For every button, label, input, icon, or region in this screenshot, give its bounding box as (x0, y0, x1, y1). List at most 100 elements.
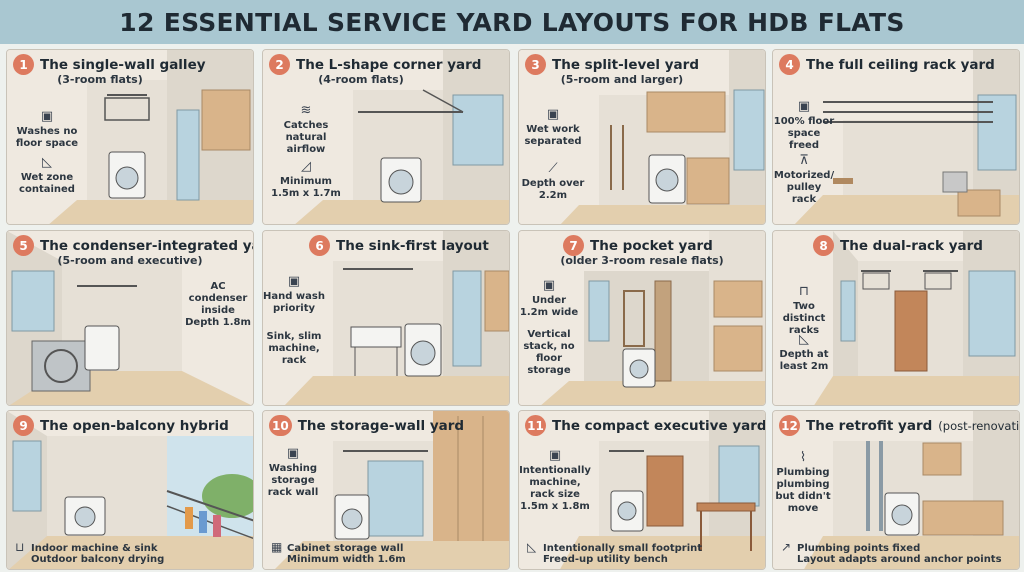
panel-4-number: 4 (779, 54, 800, 75)
ruler-icon: ◺ (527, 540, 537, 554)
panel-8-feature-1: ⊓ Two distinct racks (773, 285, 835, 337)
panel-7-subtitle: (older 3-room resale flats) (560, 254, 724, 267)
panel-5-number: 5 (13, 235, 34, 256)
panel-11-bottom-1: ◺Intentionally small footprint (527, 540, 703, 554)
panel-10-illustration (263, 411, 509, 569)
panel-8-feature-2: ◺ Depth at least 2m (773, 333, 835, 373)
panel-7: 7 The pocket yard (older 3-room resale f… (518, 230, 766, 406)
panel-12-bottom-2: Layout adapts around anchor points (797, 554, 1002, 565)
panel-10-feature-1: ▣ Washing storage rack wall (263, 447, 323, 499)
washer-icon: ▣ (797, 99, 811, 114)
panel-11-illustration (519, 411, 765, 569)
panel-5-illustration (7, 231, 253, 405)
panel-3-title: The split-level yard (552, 56, 699, 73)
panel-9-bottom-2: Outdoor balcony drying (31, 554, 165, 565)
panel-11-bottom-2: Freed-up utility bench (543, 554, 668, 565)
panel-4-feature-1: ▣ 100% floor space freed (773, 99, 835, 152)
panel-5-feature-1: AC condenser inside Depth 1.8m (185, 281, 251, 328)
panel-3-illustration (519, 50, 765, 224)
panel-3-heading: 3 The split-level yard (525, 54, 761, 75)
panel-4-title: The full ceiling rack yard (806, 56, 995, 73)
panel-1-heading: 1 The single-wall galley (13, 54, 249, 75)
panel-9: 9 The open-balcony hybrid ⊔Indoor machin… (6, 410, 254, 570)
cabinet-icon: ▦ (271, 540, 283, 554)
panel-8-heading: 8 The dual-rack yard (813, 235, 1015, 256)
panel-9-illustration (7, 411, 253, 569)
panel-9-heading: 9 The open-balcony hybrid (13, 415, 249, 436)
panel-6-title: The sink-first layout (336, 237, 489, 254)
panel-1: 1 The single-wall galley (3-room flats) … (6, 49, 254, 225)
panel-6-illustration (263, 231, 509, 405)
airflow-icon: ≋ (300, 103, 312, 118)
panel-1-feature-2: ◺ Wet zone contained (11, 156, 83, 196)
growth-icon: ↗ (781, 540, 792, 554)
panel-2-illustration (263, 50, 509, 224)
panel-12-bottom-1: ↗Plumbing points fixed (781, 540, 921, 554)
panel-2-number: 2 (269, 54, 290, 75)
pipe-icon: ⌇ (799, 450, 807, 465)
panel-2-feature-1: ≋ Catches natural airflow (265, 104, 347, 156)
panel-6-heading: 6 The sink-first layout (309, 235, 505, 256)
panel-3-feature-2: ⟋ Depth over 2.2m (521, 161, 585, 202)
panel-7-illustration (519, 231, 765, 405)
washer-icon: ▣ (287, 274, 301, 289)
panel-11-number: 11 (525, 415, 546, 436)
ruler-icon: ◿ (301, 159, 311, 174)
panel-3-feature-1: ▣ Wet work separated (521, 108, 585, 148)
panel-6-number: 6 (309, 235, 330, 256)
panel-1-number: 1 (13, 54, 34, 75)
panel-4-illustration (773, 50, 1019, 224)
panel-9-title: The open-balcony hybrid (40, 417, 229, 434)
panel-5: 5 The condenser-integrated yard (5-room … (6, 230, 254, 406)
panel-2-title: The L-shape corner yard (296, 56, 482, 73)
panel-2-feature-2: ◿ Minimum 1.5m x 1.7m (265, 160, 347, 200)
pulley-icon: ⊼ (799, 153, 809, 168)
panel-3-subtitle: (5-room and larger) (560, 73, 684, 86)
panel-8-illustration (773, 231, 1019, 405)
panel-4-feature-2: ⊼ Motorized/ pulley rack (773, 153, 835, 206)
panel-2-heading: 2 The L-shape corner yard (269, 54, 505, 75)
panel-5-title: The condenser-integrated yard (40, 237, 254, 254)
panel-7-number: 7 (563, 235, 584, 256)
panel-10-heading: 10 The storage-wall yard (269, 415, 505, 436)
washer-icon: ▣ (40, 109, 54, 124)
panel-5-heading: 5 The condenser-integrated yard (13, 235, 253, 256)
panel-12-number: 12 (779, 415, 800, 436)
panel-10-bottom-1: ▦Cabinet storage wall (271, 540, 404, 554)
panel-1-feature-1: ▣ Washes no floor space (11, 110, 83, 150)
panel-7-heading: 7 The pocket yard (563, 235, 761, 256)
panel-12-heading: 12 The retrofit yard (post-renovation) (779, 415, 1019, 436)
panel-8-title: The dual-rack yard (840, 237, 983, 254)
panel-6-feature-2: Sink, slim machine, rack (266, 331, 322, 366)
panel-1-title: The single-wall galley (40, 56, 206, 73)
panel-11-title: The compact executive yard (552, 417, 766, 434)
panel-4: 4 The full ceiling rack yard ▣ 100% floo… (772, 49, 1020, 225)
basket-icon: ⊔ (15, 540, 25, 554)
panel-8: 8 The dual-rack yard ⊓ Two distinct rack… (772, 230, 1020, 406)
panel-12: 12 The retrofit yard (post-renovation) ⌇… (772, 410, 1020, 570)
panel-9-number: 9 (13, 415, 34, 436)
panel-3-number: 3 (525, 54, 546, 75)
panel-5-subtitle: (5-room and executive) (57, 254, 203, 267)
panel-8-number: 8 (813, 235, 834, 256)
panel-2: 2 The L-shape corner yard (4-room flats)… (262, 49, 510, 225)
washer-icon: ▣ (546, 107, 560, 122)
washer-icon: ▣ (286, 446, 300, 461)
page-title: 12 ESSENTIAL SERVICE YARD LAYOUTS FOR HD… (119, 7, 905, 37)
panel-10-title: The storage-wall yard (297, 417, 465, 434)
panel-12-title: The retrofit yard (806, 417, 933, 434)
panel-4-heading: 4 The full ceiling rack yard (779, 54, 1015, 75)
panel-10-bottom-2: Minimum width 1.6m (287, 554, 406, 565)
panel-7-feature-2: Vertical stack, no floor storage (523, 329, 575, 376)
panel-12-title-suffix: (post-renovation) (938, 418, 1020, 433)
washer-icon: ▣ (542, 278, 556, 293)
panel-7-title: The pocket yard (590, 237, 713, 254)
washer-icon: ▣ (548, 448, 562, 463)
panel-6: 6 The sink-first layout ▣ Hand wash prio… (262, 230, 510, 406)
panel-11-feature-1: ▣ Intentionally machine, rack size 1.5m … (519, 448, 591, 513)
panel-10-number: 10 (269, 415, 292, 436)
panel-7-feature-1: ▣ Under 1.2m wide (519, 278, 579, 319)
panel-6-feature-1: ▣ Hand wash priority (263, 274, 325, 315)
panel-1-illustration (7, 50, 253, 224)
panel-12-feature-1: ⌇ Plumbing plumbing but didn't move (773, 451, 833, 515)
